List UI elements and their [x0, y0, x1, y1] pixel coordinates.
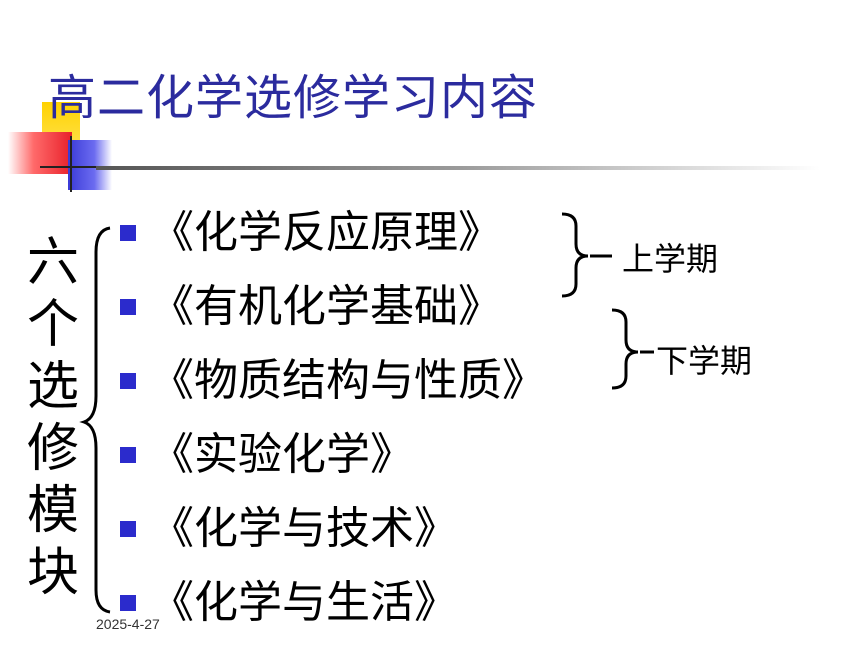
decorative-cross-vertical [70, 136, 72, 192]
module-title: 《实验化学》 [150, 429, 414, 480]
slide-title: 高二化学选修学习内容 [48, 70, 539, 126]
bullet-icon [120, 521, 136, 537]
list-item: 《化学与技术》 [120, 492, 546, 566]
module-title: 《物质结构与性质》 [150, 355, 546, 406]
list-item: 《物质结构与性质》 [120, 344, 546, 418]
module-list: 《化学反应原理》 《有机化学基础》 《物质结构与性质》 《实验化学》 《化学与技… [120, 196, 546, 640]
vertical-label-char: 块 [26, 543, 79, 603]
footer-date: 2025-4-27 [96, 616, 160, 632]
module-title: 《化学与技术》 [150, 503, 458, 554]
vertical-label: 六 个 选 修 模 块 [18, 232, 88, 604]
list-item: 《有机化学基础》 [120, 270, 546, 344]
module-title: 《化学反应原理》 [150, 207, 502, 258]
first-semester-label: 上学期 [622, 240, 719, 278]
second-semester-brace [611, 308, 639, 390]
vertical-label-char: 模 [26, 481, 79, 541]
bullet-icon [120, 595, 136, 611]
vertical-label-char: 六 [26, 233, 79, 293]
bullet-icon [120, 299, 136, 315]
list-item: 《化学反应原理》 [120, 196, 546, 270]
left-brace [79, 226, 111, 614]
vertical-label-char: 修 [26, 419, 79, 479]
bullet-icon [120, 447, 136, 463]
title-underline [96, 166, 820, 170]
module-title: 《有机化学基础》 [150, 281, 502, 332]
bullet-icon [120, 225, 136, 241]
vertical-label-char: 个 [26, 295, 79, 355]
vertical-label-char: 选 [26, 357, 79, 417]
decorative-blue-square [68, 140, 112, 190]
bullet-icon [120, 373, 136, 389]
list-item: 《实验化学》 [120, 418, 546, 492]
second-semester-label: 下学期 [656, 342, 753, 380]
list-item: 《化学与生活》 [120, 566, 546, 640]
first-semester-brace [561, 212, 589, 298]
module-title: 《化学与生活》 [150, 577, 458, 628]
